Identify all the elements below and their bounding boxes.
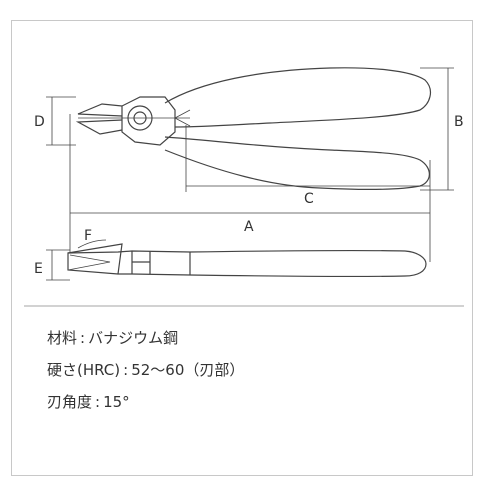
spec-sep: : [80, 329, 86, 347]
lower-handle [164, 136, 430, 190]
spec-material: 材料:バナジウム鋼 [47, 324, 244, 352]
spec-label: 刃角度 [47, 393, 93, 411]
spec-blade-angle: 刃角度:15° [47, 388, 244, 416]
spec-value: バナジウム鋼 [88, 329, 179, 347]
dim-label-a: A [244, 219, 254, 235]
dim-label-e: E [34, 261, 43, 277]
spec-list: 材料:バナジウム鋼 硬さ(HRC):52～60（刃部） 刃角度:15° [47, 324, 244, 420]
side-body [67, 249, 427, 278]
diagram-frame [11, 20, 473, 476]
cutting-head [67, 243, 123, 275]
dim-label-d: D [34, 114, 45, 130]
upper-jaw [77, 103, 123, 117]
spec-label: 材料 [47, 329, 78, 347]
spec-value: 52～60（刃部） [131, 361, 245, 379]
spec-label: 硬さ(HRC) [47, 361, 121, 379]
dim-label-c: C [304, 191, 314, 207]
dim-label-b: B [454, 114, 464, 130]
spec-value: 15° [103, 393, 130, 411]
spec-sep: : [95, 393, 101, 411]
spec-hardness: 硬さ(HRC):52～60（刃部） [47, 356, 244, 384]
spec-sep: : [123, 361, 129, 379]
upper-handle [164, 67, 432, 128]
pivot-body [121, 96, 176, 146]
dim-label-f: F [84, 228, 92, 244]
lower-jaw [75, 119, 123, 135]
